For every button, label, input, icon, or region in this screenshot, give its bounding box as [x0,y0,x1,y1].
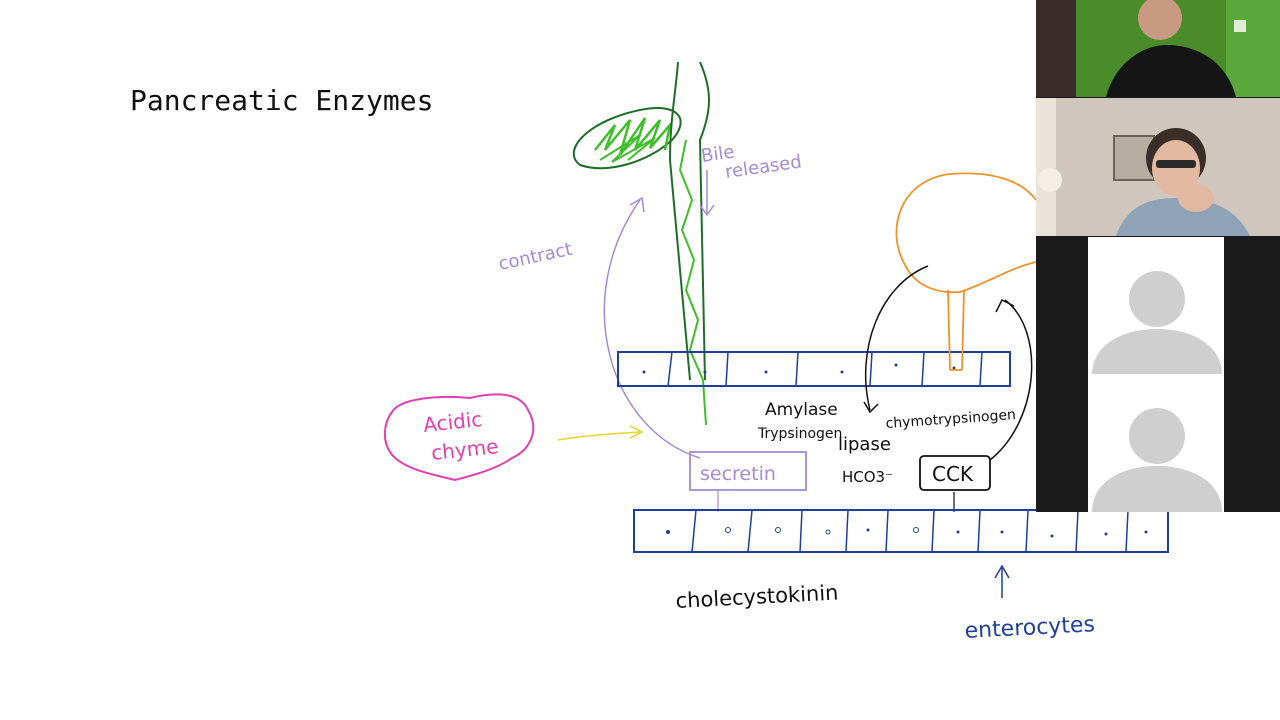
amylase-label: Amylase [765,400,838,420]
cck-arrow-icon [989,298,1033,461]
hco3-label: HCO3⁻ [842,468,893,486]
cholecystokinin-label: cholecystokinin [675,581,839,613]
upper-intestine-drawing [617,351,1011,387]
participants-panel [1036,0,1280,512]
participant-tile-guest-2[interactable] [1036,374,1280,512]
bile-duct-drawing [668,61,710,426]
chyme-arrow-icon [557,425,644,441]
person-icon [1088,237,1224,375]
presenter-video-frame [1036,0,1280,97]
gallbladder-drawing [572,107,682,170]
cck-box: CCK [919,455,991,512]
bile-label: Bile [700,142,736,167]
lipase-label: lipase [838,434,891,455]
participant-video-presenter[interactable] [1036,0,1280,97]
secretin-box: secretin [689,451,807,512]
enzyme-arrow-icon [863,265,929,414]
contract-arrow-icon [603,196,701,459]
bile-arrow-icon [699,170,715,217]
pancreas-drawing [895,172,1037,371]
chyme-label: chyme [430,434,499,465]
acidic-chyme-cloud: Acidic chyme [384,393,535,482]
trypsinogen-label: Trypsinogen [757,426,842,442]
student-video-frame [1036,98,1280,236]
participant-video-student[interactable] [1036,98,1280,236]
released-label: released [724,151,803,183]
participant-tile-guest-1[interactable] [1036,237,1280,375]
lower-intestine-drawing [633,509,1169,553]
enterocytes-label: enterocytes [964,612,1096,644]
chymotrypsinogen-label: chymotrypsinogen [885,407,1016,432]
cck-label: CCK [932,462,974,486]
enterocytes-arrow-icon [994,564,1010,598]
acidic-label: Acidic [422,407,483,437]
page-title: Pancreatic Enzymes [130,84,433,117]
person-icon [1088,374,1224,512]
contract-label: contract [497,239,574,275]
secretin-label: secretin [700,463,776,485]
